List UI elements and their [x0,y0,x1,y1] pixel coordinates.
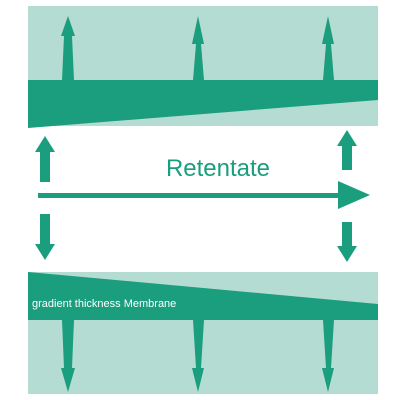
membrane-label: gradient thickness Membrane [32,298,176,310]
top-permeate-arrow-middle [192,16,204,80]
retentate-label: Retentate [166,155,270,182]
retentate-flow-arrow [38,181,370,209]
top-permeate-arrow-right [322,16,334,80]
bottom-permeate-arrow-left [61,320,75,392]
channel-down-arrow-left [35,214,55,260]
top-permeate-arrow-left [61,16,75,80]
top-membrane [28,80,378,128]
channel-down-arrow-right [337,222,357,262]
bottom-permeate-arrow-right [322,320,334,392]
bottom-membrane [28,272,378,320]
channel-up-arrow-left [35,136,55,182]
channel-up-arrow-right [337,130,357,170]
bottom-permeate-arrow-middle [192,320,204,392]
